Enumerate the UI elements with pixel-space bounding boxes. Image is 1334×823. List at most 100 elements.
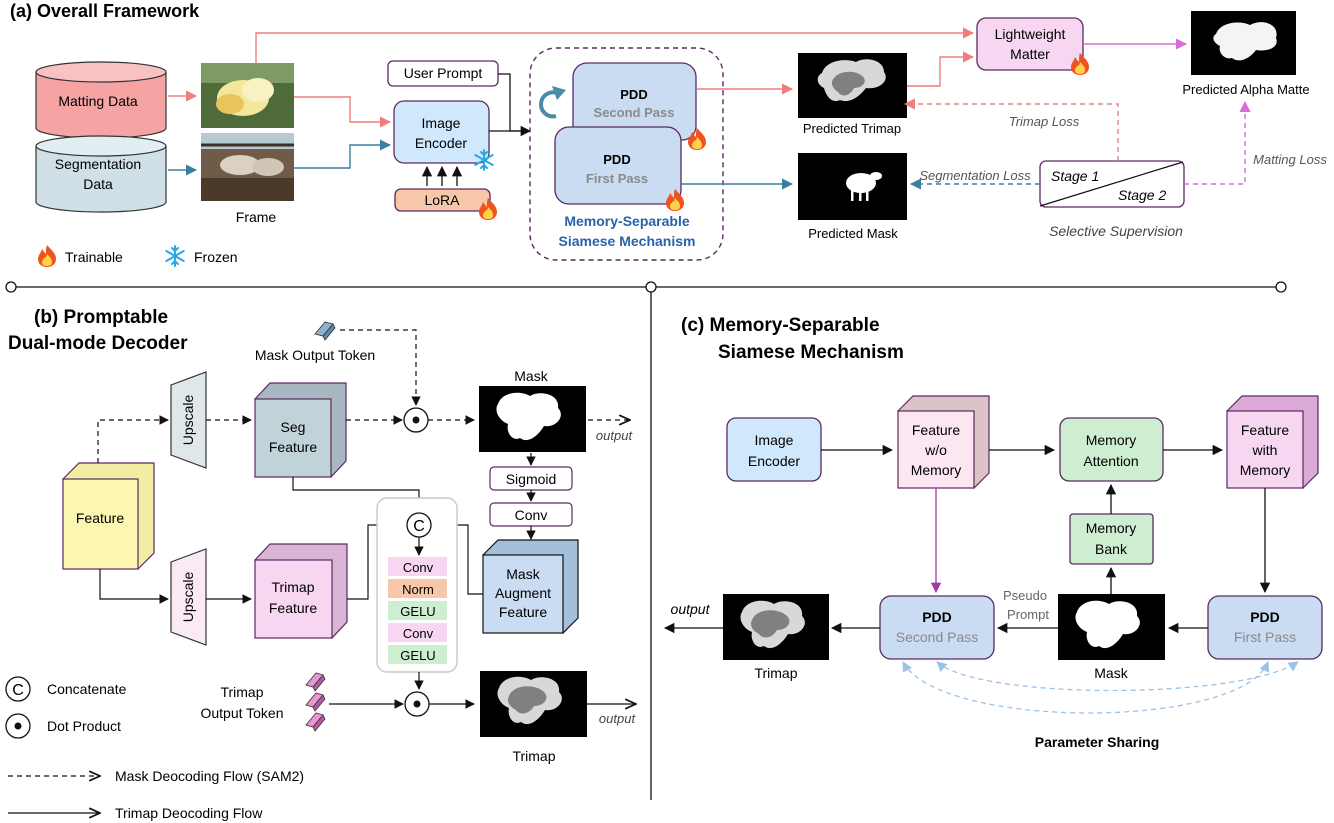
stack-norm-box bbox=[388, 579, 447, 598]
mask-image-c bbox=[1058, 594, 1165, 660]
mask-output-token-icon bbox=[314, 321, 336, 341]
trimap-output-label: output bbox=[599, 711, 637, 726]
image-encoder-box bbox=[393, 100, 490, 164]
predicted-trimap-label: Predicted Trimap bbox=[803, 121, 901, 136]
lightweight-label-1: Lightweight bbox=[995, 26, 1066, 42]
legend-frozen-label: Frozen bbox=[194, 249, 238, 265]
legend-trainable-label: Trainable bbox=[65, 249, 123, 265]
lightweight-label-2: Matter bbox=[1010, 46, 1050, 62]
feature-label: Feature bbox=[76, 510, 124, 526]
conv-label-b: Conv bbox=[515, 507, 548, 523]
feature-cube bbox=[62, 462, 155, 570]
output-label-c: output bbox=[671, 601, 711, 617]
image-encoder-box-c bbox=[726, 417, 822, 482]
pdd-second-pass-box-c bbox=[879, 595, 995, 660]
trimap-feature-label-1: Trimap bbox=[271, 579, 314, 595]
legend-frozen-snowflake-icon bbox=[165, 245, 185, 267]
stage2-label: Stage 2 bbox=[1118, 187, 1166, 203]
mem-bank-label-1: Memory bbox=[1086, 520, 1137, 536]
panel-b-title-1: (b) Promptable bbox=[34, 307, 168, 328]
upscale-bottom-label: Upscale bbox=[180, 572, 196, 623]
segmentation-data-label-2: Data bbox=[83, 176, 113, 192]
mask-output-token-label: Mask Output Token bbox=[255, 347, 375, 363]
segmentation-data-label-1: Segmentation bbox=[55, 156, 141, 172]
matting-data-cylinder: Matting Data bbox=[35, 61, 167, 139]
segmentation-loss-label: Segmentation Loss bbox=[919, 168, 1031, 183]
pdd-second-pass-label: Second Pass bbox=[594, 105, 675, 120]
pdd-first-pass-box bbox=[554, 126, 682, 205]
pdd-second-pass-title: PDD bbox=[620, 87, 647, 102]
section-divider bbox=[5, 281, 1287, 800]
mssm-label-1: Memory-Separable bbox=[564, 213, 689, 229]
pseudo-prompt-label-2: Prompt bbox=[1007, 607, 1049, 622]
trimap-image-b bbox=[480, 671, 587, 737]
mssm-label-2: Siamese Mechanism bbox=[559, 233, 696, 249]
mask-image-b bbox=[479, 386, 586, 452]
lora-label: LoRA bbox=[424, 192, 460, 208]
image-encoder-label-1: Image bbox=[422, 115, 461, 131]
upscale-top-block bbox=[170, 371, 207, 469]
image-encoder-c-label-1: Image bbox=[755, 432, 794, 448]
matting-loss-label: Matting Loss bbox=[1253, 152, 1327, 167]
upscale-top-label: Upscale bbox=[180, 395, 196, 446]
frame-label: Frame bbox=[236, 209, 277, 225]
frame-image-sheep bbox=[201, 133, 294, 201]
pdd-first-c-title: PDD bbox=[1250, 609, 1280, 625]
parameter-sharing-arc-inner bbox=[902, 661, 1270, 714]
seg-feature-label-2: Feature bbox=[269, 439, 317, 455]
pdd-second-c-label: Second Pass bbox=[896, 629, 979, 645]
predicted-mask-image bbox=[798, 153, 907, 220]
prompt-to-pdd-arrow bbox=[498, 73, 532, 137]
stack-gelu1-label: GELU bbox=[400, 604, 435, 619]
mem-bank-label-2: Bank bbox=[1095, 541, 1128, 557]
parameter-sharing-label: Parameter Sharing bbox=[1035, 734, 1160, 750]
frame-to-encoder-blue-arrow bbox=[294, 139, 392, 169]
seg-feature-cube bbox=[254, 382, 347, 478]
mask-augment-feature-cube bbox=[482, 539, 579, 634]
legend-trainable-flame-icon bbox=[38, 245, 56, 267]
feat-with-label-3: Memory bbox=[1240, 462, 1291, 478]
cycle-arrow-icon bbox=[538, 86, 566, 119]
feat-with-label-1: Feature bbox=[1241, 422, 1289, 438]
frame-image-explosion bbox=[201, 63, 294, 128]
panel-c-title-2: Siamese Mechanism bbox=[718, 342, 904, 363]
predicted-alpha-matte-image bbox=[1191, 11, 1296, 75]
mask-augment-label-1: Mask bbox=[506, 566, 540, 582]
stack-gelu2-label: GELU bbox=[400, 648, 435, 663]
predicted-trimap-image bbox=[798, 53, 907, 118]
feature-with-memory-cube bbox=[1226, 395, 1319, 489]
panel-b-title-2: Dual-mode Decoder bbox=[8, 333, 188, 354]
trimap-label-b: Trimap bbox=[512, 748, 555, 764]
stage1-label: Stage 1 bbox=[1051, 168, 1099, 184]
matting-data-label: Matting Data bbox=[58, 93, 138, 109]
image-encoder-label-2: Encoder bbox=[415, 135, 467, 151]
legend-dot-product-label: Dot Product bbox=[47, 718, 121, 734]
image-encoder-c-label-2: Encoder bbox=[748, 453, 800, 469]
mask-augment-label-2: Augment bbox=[495, 585, 551, 601]
trimap-token-label-1: Trimap bbox=[220, 684, 263, 700]
trimap-loss-label: Trimap Loss bbox=[1009, 114, 1080, 129]
matting-loss-arrow bbox=[1184, 100, 1251, 185]
stack-gelu2-box bbox=[388, 645, 447, 664]
seg-feature-label-1: Seg bbox=[281, 419, 306, 435]
panel-c-title-1: (c) Memory-Separable bbox=[681, 315, 880, 336]
mask-label-b: Mask bbox=[514, 368, 548, 384]
feat-with-label-2: with bbox=[1252, 442, 1278, 458]
selective-supervision-label: Selective Supervision bbox=[1049, 223, 1183, 239]
stack-conv1-box bbox=[388, 557, 447, 576]
frame-to-matter-arrow bbox=[255, 27, 975, 63]
trimap-feature-label-2: Feature bbox=[269, 600, 317, 616]
legend-concat-symbol bbox=[5, 676, 31, 702]
trimap-output-token-icon bbox=[305, 672, 326, 732]
feature-to-upscale-bottom-arrow bbox=[99, 569, 169, 604]
mask-output-label: output bbox=[596, 428, 634, 443]
trimap-to-matter-arrow bbox=[907, 51, 975, 87]
stack-norm-label: Norm bbox=[402, 582, 434, 597]
trimap-label-c: Trimap bbox=[754, 665, 797, 681]
mem-attn-label-1: Memory bbox=[1086, 432, 1137, 448]
feature-without-memory-cube bbox=[897, 395, 990, 489]
pdd-first-pass-label: First Pass bbox=[586, 171, 648, 186]
panel-a-title: (a) Overall Framework bbox=[10, 1, 200, 21]
mem-attn-label-2: Attention bbox=[1083, 453, 1138, 469]
mask-augment-label-3: Feature bbox=[499, 604, 547, 620]
